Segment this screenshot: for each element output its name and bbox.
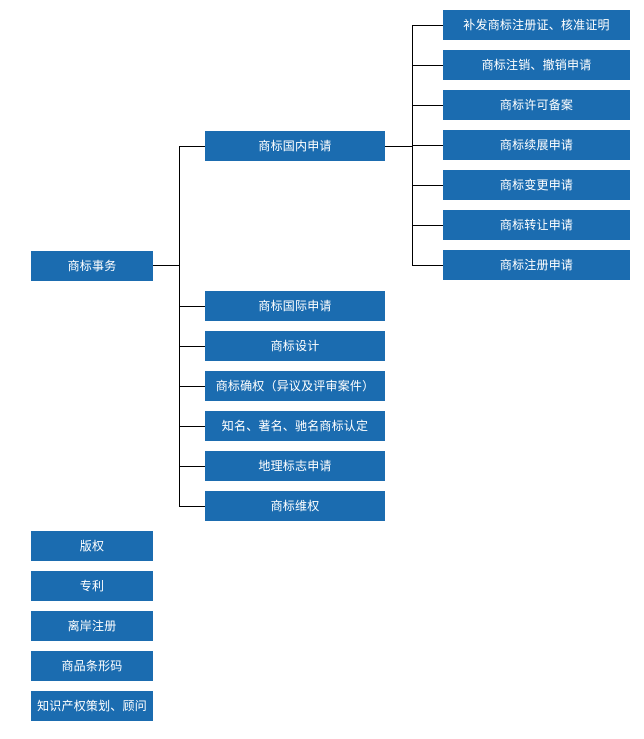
connector-stub-branch-5 xyxy=(179,426,206,427)
node-branch-right-confirmation[interactable]: 商标确权（异议及评审案件） xyxy=(205,371,385,401)
node-standalone-offshore-registration[interactable]: 离岸注册 xyxy=(31,611,153,641)
connector-root-to-trunk xyxy=(153,265,180,266)
node-leaf-assignment-application[interactable]: 商标转让申请 xyxy=(443,210,630,240)
node-leaf-change-application[interactable]: 商标变更申请 xyxy=(443,170,630,200)
node-leaf-renewal-application[interactable]: 商标续展申请 xyxy=(443,130,630,160)
connector-level2-trunk xyxy=(179,146,180,506)
node-leaf-reissue-certificate[interactable]: 补发商标注册证、核准证明 xyxy=(443,10,630,40)
node-leaf-cancellation-revocation[interactable]: 商标注销、撤销申请 xyxy=(443,50,630,80)
connector-stub-leaf-2 xyxy=(412,65,444,66)
node-standalone-ip-planning-consulting[interactable]: 知识产权策划、顾问 xyxy=(31,691,153,721)
node-standalone-copyright[interactable]: 版权 xyxy=(31,531,153,561)
node-standalone-patent[interactable]: 专利 xyxy=(31,571,153,601)
connector-stub-leaf-6 xyxy=(412,225,444,226)
connector-stub-leaf-1 xyxy=(412,25,444,26)
connector-stub-branch-2 xyxy=(179,306,206,307)
connector-stub-leaf-7 xyxy=(412,265,444,266)
node-leaf-registration-application[interactable]: 商标注册申请 xyxy=(443,250,630,280)
node-branch-rights-protection[interactable]: 商标维权 xyxy=(205,491,385,521)
node-leaf-license-recordal[interactable]: 商标许可备案 xyxy=(443,90,630,120)
connector-stub-branch-3 xyxy=(179,346,206,347)
connector-stub-branch-7 xyxy=(179,506,206,507)
connector-stub-leaf-4 xyxy=(412,145,444,146)
connector-branch1-to-leaf-trunk xyxy=(385,146,413,147)
node-branch-domestic-application[interactable]: 商标国内申请 xyxy=(205,131,385,161)
node-branch-international-application[interactable]: 商标国际申请 xyxy=(205,291,385,321)
node-branch-geographical-indication[interactable]: 地理标志申请 xyxy=(205,451,385,481)
connector-stub-branch-1 xyxy=(179,146,206,147)
node-branch-trademark-design[interactable]: 商标设计 xyxy=(205,331,385,361)
node-root-trademark-affairs[interactable]: 商标事务 xyxy=(31,251,153,281)
connector-stub-leaf-3 xyxy=(412,105,444,106)
node-standalone-barcode[interactable]: 商品条形码 xyxy=(31,651,153,681)
connector-stub-leaf-5 xyxy=(412,185,444,186)
connector-stub-branch-4 xyxy=(179,386,206,387)
connector-stub-branch-6 xyxy=(179,466,206,467)
node-branch-wellknown-recognition[interactable]: 知名、著名、驰名商标认定 xyxy=(205,411,385,441)
